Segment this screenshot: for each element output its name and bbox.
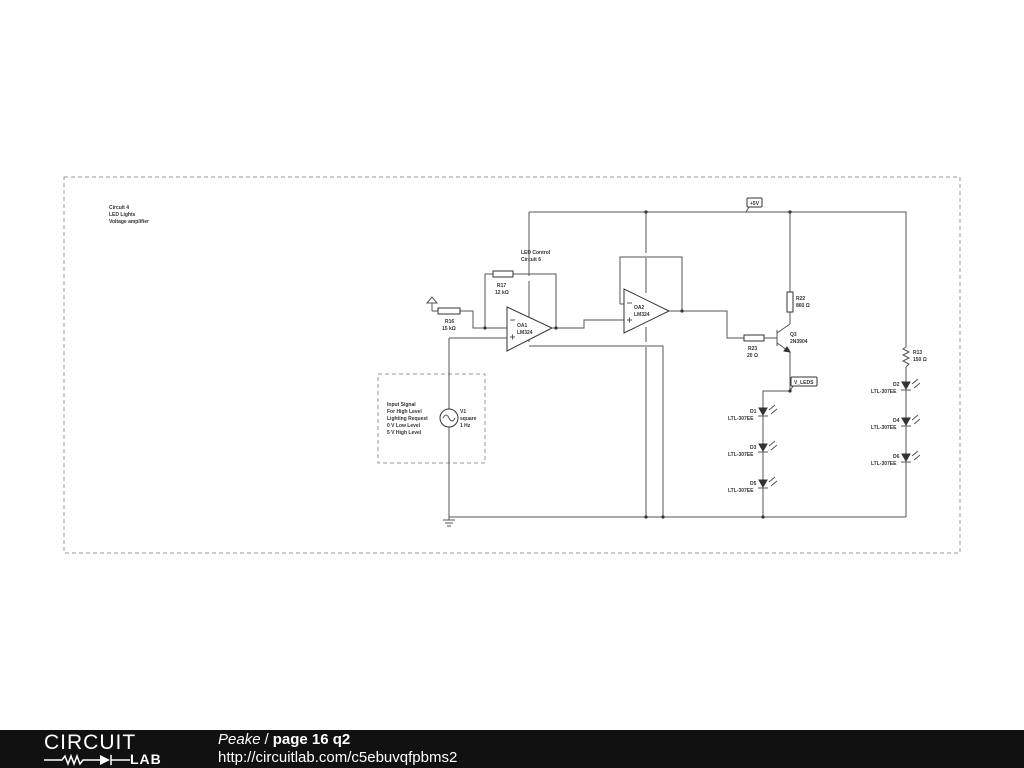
transistor-q3: [776, 323, 791, 353]
d2-part: LTL-307EE: [871, 389, 897, 395]
led-d5: [758, 476, 778, 489]
circuitlab-logo[interactable]: CIRCUIT LAB: [44, 732, 174, 766]
led-d4: [901, 414, 921, 427]
d3-name: D3: [750, 445, 757, 451]
opamp-oa1: [506, 306, 554, 352]
vleds-label: V_LEDS: [789, 376, 818, 392]
q3-name: Q3: [790, 332, 797, 338]
footer-bar: CIRCUIT LAB Peake/page 16 q2 http://circ…: [0, 730, 1024, 768]
input-note-line-4: 0 V Low Level: [387, 423, 421, 429]
d5-part: LTL-307EE: [728, 488, 754, 494]
ground-symbol: [443, 517, 455, 527]
d6-part: LTL-307EE: [871, 461, 897, 467]
supply-label-text: +5V: [750, 201, 760, 207]
d4-part: LTL-307EE: [871, 425, 897, 431]
r23-name: R23: [748, 346, 757, 352]
note-led-control-circuit: Circuit 6: [521, 257, 541, 263]
oa2-network: [529, 212, 683, 517]
v1-freq: 1 Hz: [460, 423, 471, 429]
circuit-url-link[interactable]: http://circuitlab.com/c5ebuvqfpbms2: [218, 749, 458, 766]
source-v1: [439, 408, 459, 428]
r16-value: 15 kΩ: [442, 326, 456, 332]
schematic-border: [63, 176, 961, 554]
led-d1: [758, 404, 778, 417]
r17-value: 12 kΩ: [495, 290, 509, 296]
note-circuit: Circuit 4: [109, 205, 129, 211]
source-network: [448, 337, 507, 517]
r13-name: R13: [913, 350, 922, 356]
vleds-label-text: V_LEDS: [794, 380, 814, 386]
page-name: page 16 q2: [272, 731, 351, 748]
note-voltage-amplifier: Voltage amplifier: [109, 219, 149, 225]
note-led-lights: LED Lights: [109, 212, 136, 218]
v1-name: V1: [460, 409, 466, 415]
resistor-r22: [786, 291, 794, 313]
resistor-r23: [743, 334, 765, 342]
led-d6: [901, 450, 921, 463]
junction-dots: [483, 210, 792, 519]
v1-type: square: [460, 416, 477, 422]
oa2-name: OA2: [634, 305, 645, 311]
supply-label: +5V: [745, 197, 763, 213]
q3-part: 2N3904: [790, 339, 808, 345]
d2-name: D2: [893, 382, 900, 388]
d1-part: LTL-307EE: [728, 416, 754, 422]
logo-circuit-text: CIRCUIT: [44, 731, 137, 754]
oa2-output-wire: [669, 310, 744, 339]
title-separator: /: [264, 731, 269, 748]
input-note-line-2: For High Level: [387, 409, 422, 415]
note-led-control: LED Control: [521, 250, 551, 256]
oa2-part: LM324: [634, 312, 650, 318]
d1-name: D1: [750, 409, 757, 415]
supply-rail: [528, 211, 907, 347]
r16-name: R16: [445, 319, 454, 325]
resistor-r13: [901, 346, 911, 368]
oa1-part: LM324: [517, 330, 533, 336]
r22-name: R22: [796, 296, 805, 302]
led-d3: [758, 440, 778, 453]
d5-name: D5: [750, 481, 757, 487]
circuit-schematic: Circuit 4 LED Lights Voltage amplifier L…: [63, 176, 961, 554]
oa1-name: OA1: [517, 323, 528, 329]
r17-name: R17: [497, 283, 506, 289]
page-title: Peake/page 16 q2: [218, 731, 350, 749]
r23-value: 20 Ω: [747, 353, 758, 359]
input-note-line-5: 5 V High Level: [387, 430, 422, 436]
logo-diode-icon: [44, 754, 130, 766]
d3-part: LTL-307EE: [728, 452, 754, 458]
emitter-wire: [762, 352, 791, 408]
oa1-output-wire: [552, 319, 624, 329]
author-link[interactable]: Peake: [218, 731, 261, 748]
r13-value: 150 Ω: [913, 357, 927, 363]
led-d2: [901, 378, 921, 391]
resistor-r16: [437, 307, 461, 315]
logo-lab-text: LAB: [130, 751, 162, 767]
opamp-oa2: [623, 288, 671, 334]
r22-value: 860 Ω: [796, 303, 810, 309]
d4-name: D4: [893, 418, 900, 424]
input-note-line-1: Input Signal: [387, 402, 416, 408]
input-note-line-3: Lighting Request: [387, 416, 428, 422]
d6-name: D6: [893, 454, 900, 460]
resistor-r17: [492, 270, 514, 278]
